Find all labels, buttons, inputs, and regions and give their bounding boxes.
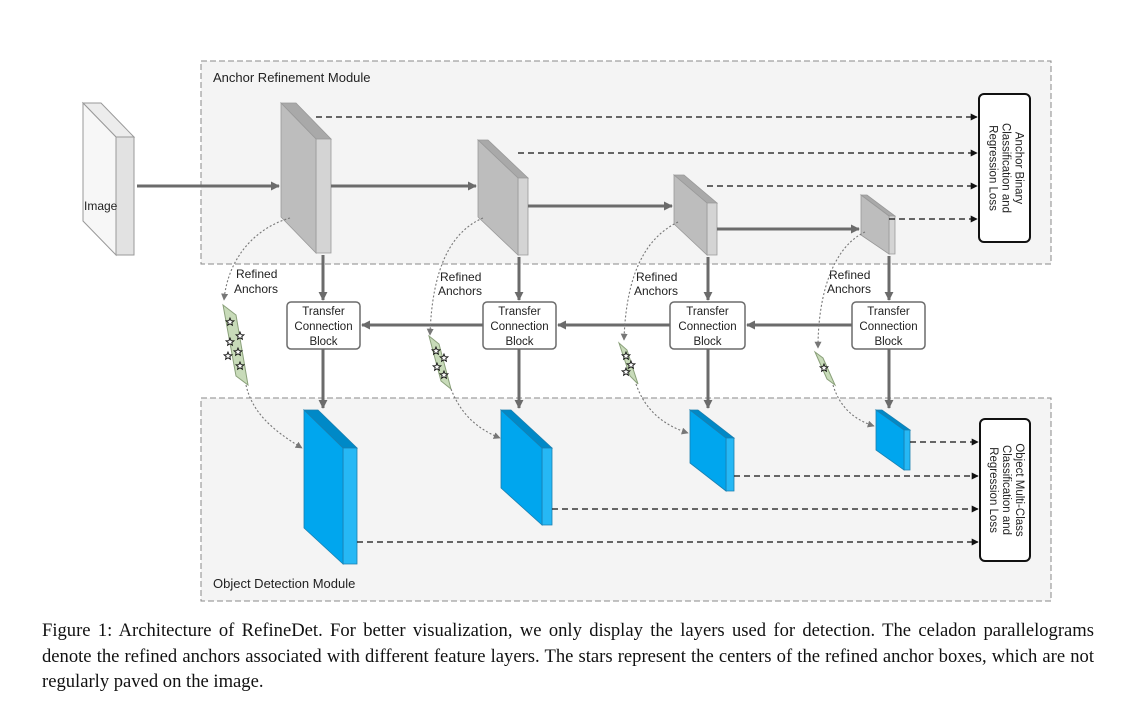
- odm-loss-line-1: Object Multi-Class: [1013, 443, 1025, 537]
- figure-caption: Figure 1: Architecture of RefineDet. For…: [42, 620, 1094, 692]
- odm-layer-4: [874, 409, 912, 471]
- tcb-4-line-2: Connection: [859, 321, 917, 333]
- tcb-3-line-2: Connection: [678, 321, 736, 333]
- svg-text:Refined: Refined: [236, 267, 277, 281]
- arm-loss-line-3: Regression Loss: [987, 125, 999, 211]
- arm-loss-line-2: Classification and: [1000, 123, 1012, 213]
- refined-anchors-parallelogram-2: [428, 334, 452, 391]
- arm-to-anchor-dotted-curves: [221, 217, 866, 349]
- image-label: Image: [84, 199, 118, 213]
- odm-loss-line-3: Regression Loss: [987, 447, 999, 533]
- anchor-to-odm-dotted-curves: [245, 383, 875, 449]
- input-image: Image: [81, 101, 136, 257]
- odm-loss-box: [979, 418, 1031, 562]
- arm-to-tcb-arrows: [318, 255, 894, 301]
- refined-anchors-parallelogram-4: [813, 350, 837, 387]
- svg-text:Anchors: Anchors: [827, 282, 871, 296]
- anchor-refinement-module-title: Anchor Refinement Module: [213, 70, 371, 85]
- svg-text:Refined: Refined: [636, 270, 677, 284]
- odm-layer-3: [688, 409, 736, 492]
- odm-loss-dashed-arrows: [357, 438, 979, 546]
- refined-anchors-label-1: Refined Anchors: [234, 267, 278, 296]
- refined-anchors-label-3: Refined Anchors: [634, 270, 678, 298]
- svg-text:Anchors: Anchors: [234, 282, 278, 296]
- refinedet-architecture-diagram: Anchor Refinement Module Object Detectio…: [81, 60, 1052, 602]
- odm-layer-2: [499, 409, 554, 526]
- arm-layer-2: [476, 139, 530, 256]
- object-detection-module-title: Object Detection Module: [213, 576, 355, 591]
- tcb-4-line-1: Transfer: [867, 306, 910, 318]
- svg-text:Anchors: Anchors: [438, 284, 482, 298]
- odm-loss-line-2: Classification and: [1000, 445, 1012, 535]
- tcb-2-line-3: Block: [505, 336, 533, 348]
- refined-anchors-label-4: Refined Anchors: [827, 268, 871, 296]
- arm-loss-box: [978, 93, 1031, 243]
- transfer-connection-block-1: Transfer Connection Block: [286, 301, 361, 350]
- transfer-connection-block-4: Transfer Connection Block: [851, 301, 926, 350]
- refined-anchors-label-2: Refined Anchors: [438, 270, 482, 298]
- tcb-3-line-3: Block: [693, 336, 721, 348]
- arm-layer-3: [672, 174, 719, 256]
- tcb-1-line-2: Connection: [294, 321, 352, 333]
- svg-text:Anchors: Anchors: [634, 284, 678, 298]
- tcb-4-line-3: Block: [874, 336, 902, 348]
- transfer-connection-block-3: Transfer Connection Block: [669, 301, 746, 350]
- odm-layer-1: [303, 409, 358, 565]
- arm-layer-4: [859, 194, 897, 255]
- anchor-refinement-module-box: [200, 60, 1052, 265]
- arm-layer-1: [280, 102, 332, 254]
- svg-text:Refined: Refined: [440, 270, 481, 284]
- transfer-connection-block-2: Transfer Connection Block: [482, 301, 557, 350]
- refined-anchors-parallelogram-3: [617, 341, 639, 385]
- tcb-2-line-2: Connection: [490, 321, 548, 333]
- tcb-1-line-3: Block: [309, 336, 337, 348]
- svg-text:Refined: Refined: [829, 268, 870, 282]
- refined-anchors-parallelogram-1: [222, 303, 249, 387]
- arm-loss-line-1: Anchor Binary: [1013, 132, 1025, 204]
- tcb-to-odm-arrows: [318, 349, 894, 409]
- arm-forward-arrows: [137, 181, 860, 234]
- tcb-2-line-1: Transfer: [498, 306, 541, 318]
- tcb-3-line-1: Transfer: [686, 306, 729, 318]
- arm-loss-dashed-arrows: [316, 113, 978, 223]
- tcb-1-line-1: Transfer: [302, 306, 345, 318]
